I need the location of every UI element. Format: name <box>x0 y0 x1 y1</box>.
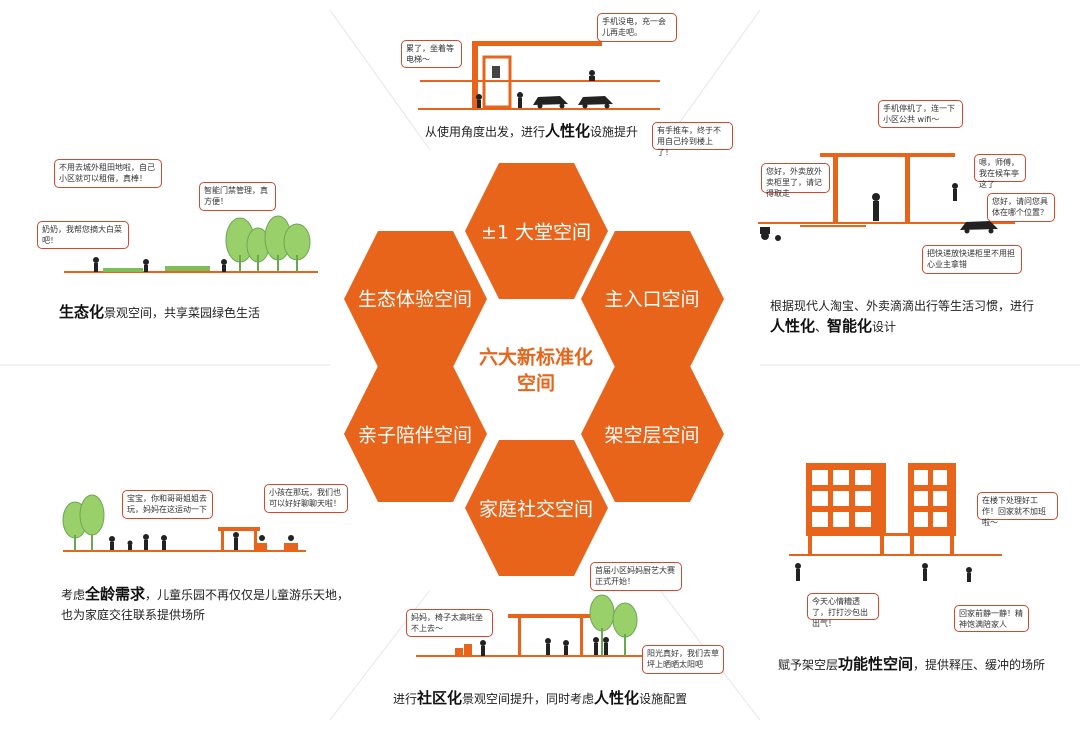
hex-upper-right: 主入口空间 <box>581 231 724 367</box>
bubble-lr-3: 回家前静一静！精神饱满陪家人 <box>954 605 1029 632</box>
caption-upper-right-bold1: 人性化 <box>770 317 816 335</box>
caption-top: 从使用角度出发，进行人性化设施提升 <box>425 121 638 142</box>
bubble-b-1: 首届小区妈妈厨艺大赛正式开始！ <box>590 562 682 591</box>
caption-lower-left-bold: 全龄需求 <box>85 585 146 603</box>
bubble-top-2: 手机没电，充一会儿再走吧。 <box>597 13 677 42</box>
hex-lower-right-label: 架空层空间 <box>604 425 699 447</box>
bubble-lr-1: 在楼下处理好工作！回家就不加班啦～ <box>977 492 1058 527</box>
caption-upper-left-bold: 生态化 <box>59 303 105 321</box>
scene-garden <box>64 215 318 273</box>
scene-community <box>416 594 660 657</box>
bubble-ur-1: 手机停机了，连一下小区公共 wifi～ <box>878 100 963 128</box>
caption-bottom: 进行社区化景观空间提升，同时考虑人性化设施配置 <box>393 688 687 709</box>
bubble-ur-2: 您好，外卖放外卖柜里了，请记得取走 <box>761 163 830 198</box>
bubble-top-3: 有手推车，终于不用自己拎到楼上了！ <box>652 122 733 157</box>
hex-upper-left: 生态体验空间 <box>344 231 487 367</box>
caption-lower-right: 赋予架空层功能性空间，提供释压、缓冲的场所 <box>778 654 1045 675</box>
caption-upper-left: 生态化景观空间，共享菜园绿色生活 <box>59 302 260 323</box>
caption-upper-right: 根据现代人淘宝、外卖滴滴出行等生活习惯，进行人性化、智能化设计 <box>770 296 1034 337</box>
hex-lower-right: 架空层空间 <box>581 366 724 502</box>
caption-top-post: 设施提升 <box>590 125 639 139</box>
center-title-line2: 空间 <box>517 372 555 395</box>
bubble-ur-3: 嗯，师傅，我在候车亭这了 <box>974 154 1026 189</box>
caption-upper-right-sep: 、 <box>815 320 828 334</box>
bubble-ul-3: 奶奶，我帮您摘大白菜吧！ <box>37 221 129 249</box>
bubble-ul-1: 不用去城外租田地啦，自己小区就可以租借，真棒！ <box>54 159 162 188</box>
bubble-lr-2: 今天心情糟透了，打打沙包出出气！ <box>807 593 879 628</box>
hex-lower-left-label: 亲子陪伴空间 <box>358 425 472 447</box>
caption-bottom-post: 设施配置 <box>639 692 688 706</box>
scene-playground <box>62 494 306 552</box>
hex-top-label: ±1 大堂空间 <box>481 222 591 244</box>
hex-top: ±1 大堂空间 <box>465 163 608 299</box>
scene-stilt-floor <box>789 463 1002 582</box>
bubble-ll-2: 小孩在那玩，我们也可以好好聊聊天啦！ <box>264 484 348 513</box>
bubble-b-3: 阳光真好，我们去草坪上晒晒太阳吧 <box>642 645 724 674</box>
caption-upper-right-bold2: 智能化 <box>827 317 873 335</box>
bubble-top-1: 累了，坐着等电梯～ <box>401 40 462 68</box>
caption-bottom-bold1: 社区化 <box>417 689 463 707</box>
hex-bottom: 家庭社交空间 <box>465 440 608 576</box>
caption-upper-left-post: 景观空间，共享菜园绿色生活 <box>104 306 261 320</box>
bubble-ur-4: 您好，请问您具体在哪个位置？ <box>987 193 1055 222</box>
caption-lower-left-post: ，儿童乐园不再仅仅是儿童游乐天地， <box>145 588 350 602</box>
bubble-b-2: 妈妈，椅子太高啦坐不上去～ <box>406 609 493 637</box>
caption-top-pre: 从使用角度出发，进行 <box>425 125 546 139</box>
caption-bottom-pre: 进行 <box>393 692 418 706</box>
center-title-line1: 六大新标准化 <box>479 346 593 369</box>
hex-upper-left-label: 生态体验空间 <box>358 289 472 311</box>
caption-lower-right-bold: 功能性空间 <box>838 655 914 673</box>
caption-lower-right-pre: 赋予架空层 <box>778 658 839 672</box>
caption-upper-right-line1: 根据现代人淘宝、外卖滴滴出行等生活习惯，进行 <box>770 299 1035 313</box>
bubble-ul-2: 智能门禁管理，真方便！ <box>199 182 276 211</box>
caption-bottom-bold2: 人性化 <box>594 689 640 707</box>
bubble-ur-5: 把快递放快递柜里不用担心业主拿错 <box>922 245 1022 274</box>
caption-top-bold: 人性化 <box>545 122 591 140</box>
caption-lower-left: 考虑全龄需求，儿童乐园不再仅仅是儿童游乐天地， 也为家庭交往联系提供场所 <box>61 584 349 625</box>
hex-upper-right-label: 主入口空间 <box>604 289 699 311</box>
scene-lobby <box>418 41 660 110</box>
caption-lower-left-pre: 考虑 <box>61 588 86 602</box>
caption-lower-left-line2: 也为家庭交往联系提供场所 <box>61 608 206 622</box>
scene-entrance <box>758 153 1015 241</box>
caption-bottom-mid: 景观空间提升，同时考虑 <box>462 692 595 706</box>
bubble-ll-1: 宝宝，你和哥哥姐姐去玩，妈妈在这运动一下 <box>122 490 213 519</box>
hex-lower-left: 亲子陪伴空间 <box>344 366 487 502</box>
hex-bottom-label: 家庭社交空间 <box>479 499 593 521</box>
caption-upper-right-post: 设计 <box>872 320 897 334</box>
caption-lower-right-post: ，提供释压、缓冲的场所 <box>913 658 1046 672</box>
